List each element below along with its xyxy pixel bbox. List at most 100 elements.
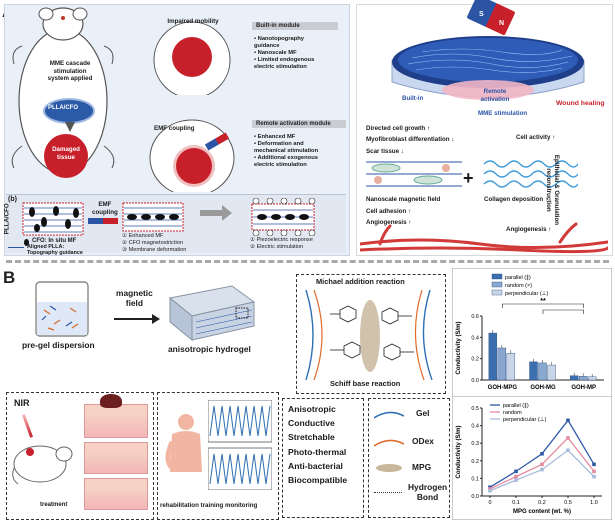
property-item: Biocompatible (288, 475, 348, 486)
plla-cfo-label: PLLA/CFO (48, 105, 78, 111)
builtin-label: Built-in (402, 95, 424, 102)
plla-cfo-vertical: PLLA/CFO (3, 203, 11, 235)
data-point (592, 474, 596, 479)
magnet-s: S (479, 11, 484, 18)
plus-sign: + (463, 168, 474, 188)
significance-bracket (502, 303, 584, 308)
property-item: Conductive (288, 418, 335, 429)
remote-module-list: Enhanced MF Deformation and mechanical s… (254, 134, 346, 169)
emf-wound-circle (176, 148, 212, 184)
legend-gel-swatch (374, 411, 404, 419)
myofibroblast-label: Myofibroblast differentiation ↓ (366, 136, 455, 143)
panel-b: B pre-gel dispersion magnetic field anis… (0, 266, 615, 522)
membrane-diagram-1 (22, 202, 84, 236)
step-right-2: ② Electric stimulation (250, 244, 304, 250)
legend-label: perpendicular (⊥) (503, 416, 546, 423)
y-axis-label: Conductivity (S/m) (456, 425, 462, 478)
y-tick-label: 0.0 (471, 494, 479, 500)
bar (547, 364, 556, 381)
step-mid-2: ② CFO magnetostriction (122, 240, 183, 246)
magnetic-field-label: magnetic field (116, 288, 153, 308)
legend-mpg-swatch (376, 464, 402, 472)
y-tick-label: 0.2 (471, 459, 479, 465)
wound-healing-label: Wound healing (556, 100, 605, 107)
property-item: Anti-bacterial (288, 460, 343, 471)
arrow-down-1 (65, 122, 75, 132)
data-point (488, 488, 492, 493)
pregel-label: pre-gel dispersion (22, 340, 95, 350)
aligned-legend-line (8, 247, 24, 248)
magnet-n: N (499, 20, 505, 27)
y-tick-label: 0.4 (471, 335, 479, 341)
legend-label: random (503, 410, 522, 416)
property-item: Anisotropic (288, 404, 336, 414)
beaker-icon (35, 281, 89, 337)
data-point (592, 469, 596, 474)
cfo-legend: CFO: In situ MF (32, 238, 77, 244)
significance-bracket (542, 309, 584, 314)
impaired-wound-circle (172, 37, 212, 77)
remote-item: Enhanced MF (254, 134, 346, 141)
legend-odex-swatch (374, 439, 404, 447)
hydrogel-block (168, 285, 256, 342)
data-point (540, 451, 544, 456)
bar (578, 376, 588, 381)
panel-a: A MME cascade stimulation system applied… (0, 0, 615, 258)
arrow-magnetic-head (152, 314, 160, 324)
cfo-legend-dot (24, 239, 29, 246)
x-tick-label: 1.0 (590, 500, 598, 506)
legend-odex: ODex (412, 436, 434, 446)
y-tick-label: 0.6 (471, 314, 479, 320)
legend-swatch (491, 281, 503, 288)
membrane-diagram-2 (122, 202, 184, 232)
x-tick-label: GOH-MP (571, 385, 596, 391)
person-silhouette (165, 414, 202, 472)
mini-magnet-2 (88, 218, 118, 224)
y-tick-label: 0.4 (471, 424, 479, 430)
builtin-item: Limited endogenous electric stimulation (254, 57, 346, 71)
cell-adhesion-label: Cell adhesion ↑ (366, 208, 412, 215)
waveform-chart (208, 400, 272, 490)
emf-coupling-2: EMF coupling (92, 201, 118, 216)
builtin-module-title: Built-in module (252, 22, 338, 30)
wound-patch-illustration (391, 36, 585, 100)
builtin-module-list: Nanotopography guidance Nanoscale MF Lim… (254, 36, 346, 71)
significance-label: ** (540, 298, 546, 305)
y-tick-label: 0.2 (471, 357, 479, 363)
step-mid-3: ③ Membrane deformation (122, 247, 187, 253)
bar (538, 362, 547, 381)
property-item: Stretchable (288, 432, 335, 443)
properties-list: Anisotropic Conductive Stretchable Photo… (288, 402, 347, 487)
legend-label: parallel (∥) (505, 274, 531, 281)
mme-stimulation-label: MME stimulation (478, 110, 528, 117)
blood-vessels (360, 222, 608, 254)
data-point (514, 474, 518, 479)
remote-item: Deformation and mechanical stimulation (254, 141, 346, 155)
skin-layer-1 (84, 404, 148, 438)
y-tick-label: 0.1 (471, 476, 479, 482)
y-tick-label: 0.3 (471, 441, 479, 447)
remote-activation-label: Remote activation (480, 88, 510, 103)
skin-wound-1 (100, 394, 122, 408)
x-tick-label: 0.2 (538, 500, 546, 506)
arrow-magnetic (114, 318, 154, 320)
legend-label: random (×) (505, 283, 532, 289)
skin-layer-3 (84, 478, 148, 510)
remote-module-title: Remote activation module (252, 120, 346, 128)
molecule-network (305, 290, 433, 380)
angiogenesis-2-label: Angiogenesis ↑ (506, 226, 552, 233)
rehab-label: rehabilitation training monitoring (160, 502, 258, 509)
collagen-waves (483, 160, 578, 188)
fiber-cell-diagram (366, 161, 462, 187)
data-point (566, 418, 570, 423)
remote-item: Additional exogenous electric stimulatio… (254, 155, 346, 169)
epithelial-label: Epithelial & Granulation reconstruction (545, 154, 561, 226)
chart-frame (452, 396, 612, 520)
properties-box (282, 398, 364, 518)
data-point (566, 436, 570, 440)
builtin-item: Nanoscale MF (254, 50, 346, 57)
legend-label: perpendicular (⊥) (505, 290, 548, 297)
skin-layer-2 (84, 442, 148, 474)
